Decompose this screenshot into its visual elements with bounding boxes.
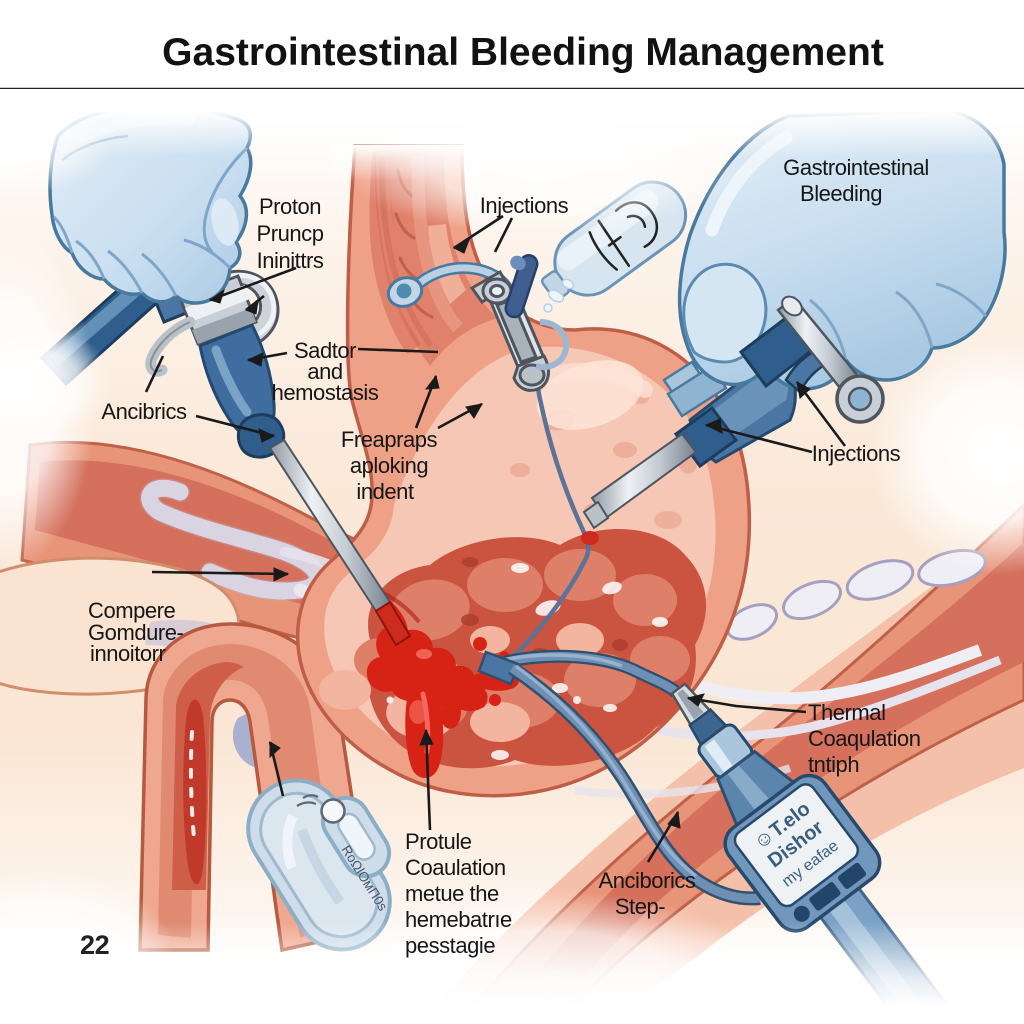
svg-text:Sadtor: Sadtor (294, 338, 356, 363)
svg-text:metue the: metue the (405, 881, 499, 906)
svg-text:Compere: Compere (88, 598, 176, 623)
svg-text:Pruncp: Pruncp (256, 221, 323, 246)
svg-text:Freapraps: Freapraps (341, 427, 438, 452)
svg-text:Protule: Protule (405, 829, 472, 854)
svg-text:22: 22 (80, 930, 109, 960)
svg-text:Anciborics: Anciborics (599, 868, 696, 893)
svg-text:Ancibrics: Ancibrics (101, 399, 187, 424)
svg-text:innoitorr: innoitorr (90, 641, 166, 666)
svg-text:pesstagie: pesstagie (405, 933, 495, 958)
svg-text:hemostasis: hemostasis (272, 380, 379, 405)
svg-text:Coaqulation: Coaqulation (808, 726, 920, 751)
svg-text:Injections: Injections (812, 441, 901, 466)
svg-text:Gastrointestinal: Gastrointestinal (783, 155, 929, 180)
svg-text:hemebatrıe: hemebatrıe (405, 907, 512, 932)
svg-text:tntiph: tntiph (808, 752, 859, 777)
svg-text:Step-: Step- (615, 894, 665, 919)
svg-text:Injections: Injections (480, 193, 569, 218)
svg-text:Coaulation: Coaulation (405, 855, 506, 880)
svg-text:Bleeding: Bleeding (800, 181, 882, 206)
svg-text:Proton: Proton (259, 194, 321, 219)
svg-text:indent: indent (356, 479, 414, 504)
svg-text:and: and (307, 359, 342, 384)
svg-text:Thermal: Thermal (808, 700, 886, 725)
svg-text:aploking: aploking (350, 453, 428, 478)
svg-text:Gastrointestinal Bleeding Mana: Gastrointestinal Bleeding Management (162, 31, 884, 74)
svg-text:Ininittrs: Ininittrs (257, 248, 324, 273)
svg-text:Gomdure-: Gomdure- (88, 620, 184, 645)
